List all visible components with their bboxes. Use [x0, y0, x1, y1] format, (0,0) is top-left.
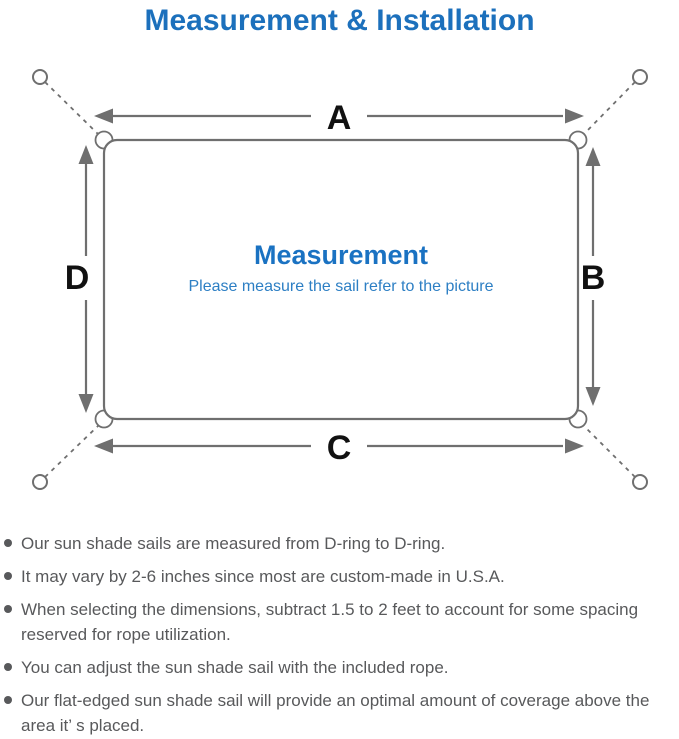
dimension-label-b: B [581, 259, 606, 297]
note-text: You can adjust the sun shade sail with t… [21, 658, 449, 677]
anchor-ring-top-right-icon [632, 69, 648, 85]
note-text: Our sun shade sails are measured from D-… [21, 534, 446, 553]
sail-outline [102, 138, 580, 421]
arrow-b-down-icon [585, 387, 601, 406]
dimension-label-d: D [65, 259, 90, 297]
note-item: It may vary by 2-6 inches since most are… [4, 564, 669, 589]
anchor-ring-top-left-icon [32, 69, 48, 85]
notes-list: Our sun shade sails are measured from D-… [0, 519, 679, 738]
note-item: When selecting the dimensions, subtract … [4, 597, 669, 647]
measurement-diagram: A C D B Measurement Please measure the s… [0, 44, 679, 519]
bullet-icon [4, 605, 12, 613]
bullet-icon [4, 572, 12, 580]
rope-dashed-line-top-left [44, 81, 100, 136]
bullet-icon [4, 663, 12, 671]
diagram-center-heading: Measurement [254, 240, 428, 270]
bullet-icon [4, 696, 12, 704]
page-title: Measurement & Installation [144, 4, 535, 37]
bullet-icon [4, 539, 12, 547]
rope-dashed-line-bottom-right [582, 424, 636, 478]
arrow-a-right-icon [565, 108, 584, 124]
note-item: Our sun shade sails are measured from D-… [4, 531, 669, 556]
anchor-ring-bottom-left-icon [32, 474, 48, 490]
dimension-label-c: C [327, 429, 352, 467]
arrow-d-down-icon [78, 394, 94, 413]
note-item: Our flat-edged sun shade sail will provi… [4, 688, 669, 738]
note-item: You can adjust the sun shade sail with t… [4, 655, 669, 680]
arrow-c-right-icon [565, 438, 584, 454]
rope-dashed-line-bottom-left [44, 424, 100, 478]
arrow-a-left-icon [94, 108, 113, 124]
arrow-c-left-icon [94, 438, 113, 454]
note-text: When selecting the dimensions, subtract … [21, 600, 639, 644]
dimension-label-a: A [327, 99, 352, 137]
anchor-ring-bottom-right-icon [632, 474, 648, 490]
note-text: It may vary by 2-6 inches since most are… [21, 567, 505, 586]
arrow-d-up-icon [78, 145, 94, 164]
arrow-b-up-icon [585, 147, 601, 166]
rope-dashed-line-top-right [582, 81, 636, 136]
sail-diagram-svg: A C D B Measurement Please measure the s… [32, 69, 648, 490]
note-text: Our flat-edged sun shade sail will provi… [21, 691, 650, 735]
diagram-center-subtitle: Please measure the sail refer to the pic… [188, 278, 493, 295]
